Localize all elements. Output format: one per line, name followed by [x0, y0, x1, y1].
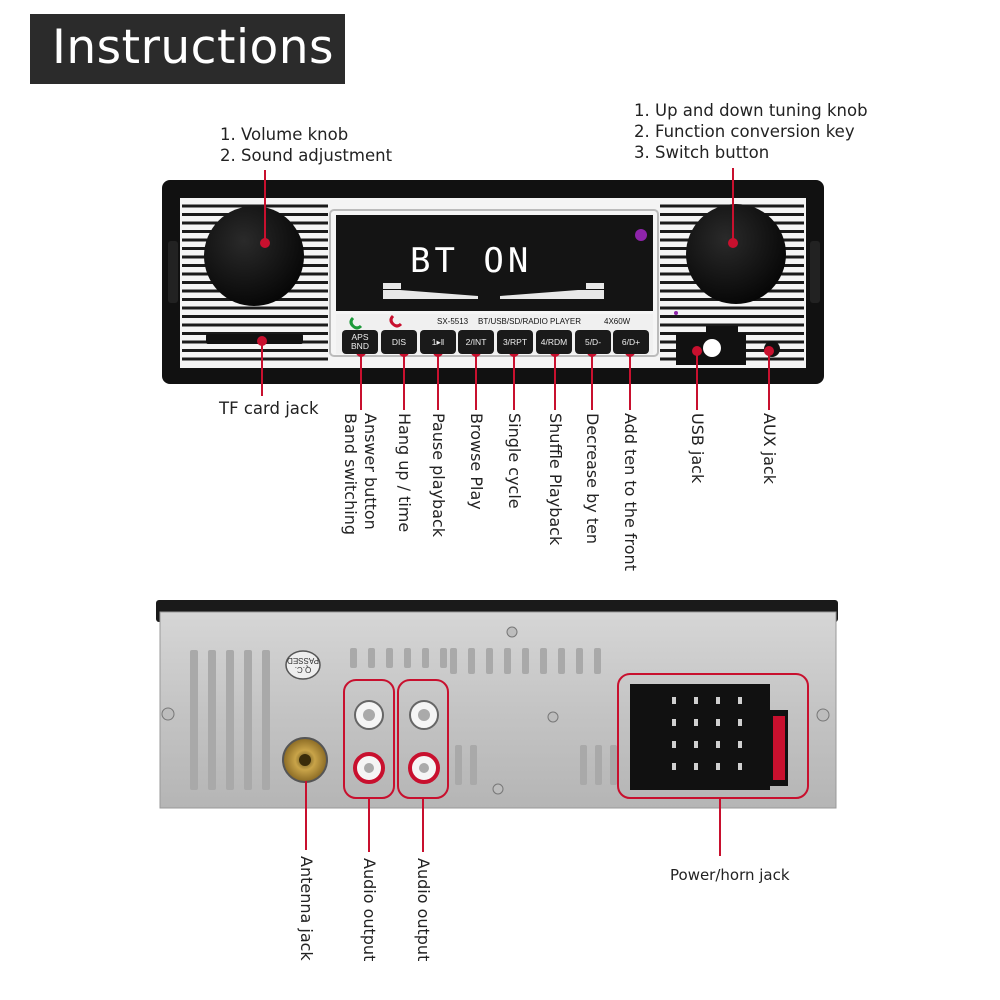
tf-card-slot	[206, 334, 303, 344]
vent-slot	[404, 648, 411, 668]
connector-pin	[672, 719, 676, 726]
vent-slot	[422, 648, 429, 668]
aps-label: APS	[351, 332, 369, 342]
connector-pin	[672, 741, 676, 748]
play-pause-button[interactable]: 1▸‖	[420, 330, 456, 354]
rdm-button[interactable]: 4/RDM	[536, 330, 572, 354]
connector-pin	[738, 697, 742, 704]
vent-slot	[576, 648, 583, 674]
page-title: Instructions	[52, 20, 335, 75]
audio-output-label-1: Audio output	[360, 858, 379, 962]
aps-bnd-button[interactable]: APS BND	[342, 330, 378, 354]
vent-slot	[244, 650, 252, 790]
single-cycle-label: Single cycle	[505, 413, 524, 509]
vent-slot	[208, 650, 216, 790]
hangup-label: Hang up / time	[395, 413, 414, 533]
spectrum-bars	[383, 283, 604, 299]
connector-pin	[672, 697, 676, 704]
connector-pin	[694, 697, 698, 704]
vent-slot	[595, 745, 602, 785]
dis-button[interactable]: DIS	[381, 330, 417, 354]
vent-slot	[610, 745, 617, 785]
power-horn-label: Power/horn jack	[670, 866, 790, 884]
vent-slot	[504, 648, 511, 674]
int-button[interactable]: 2/INT	[458, 330, 494, 354]
power-rating: 4X60W	[604, 317, 631, 326]
vent-slot	[440, 648, 447, 668]
connector-pin	[738, 719, 742, 726]
lcd-text: BT ON	[410, 241, 533, 281]
vent-slot	[226, 650, 234, 790]
hangup-phone-icon	[389, 314, 403, 328]
qc-label: Q.C. PASSED	[287, 656, 319, 674]
connector-pin	[716, 697, 720, 704]
bnd-label: BND	[351, 341, 369, 351]
d-plus-button[interactable]: 6/D+	[613, 330, 649, 354]
pause-label: Pause playback	[429, 413, 448, 538]
browse-label: Browse Play	[467, 413, 486, 510]
usb-icon	[703, 339, 721, 357]
d-minus-button[interactable]: 5/D-	[575, 330, 611, 354]
answer-phone-icon	[349, 316, 363, 330]
vent-slot	[580, 745, 587, 785]
connector-pin	[716, 741, 720, 748]
aux-jack-label: AUX jack	[760, 413, 779, 485]
answer-band-label: Answer button Band switching	[341, 413, 380, 535]
tuning-knob	[686, 204, 786, 304]
volume-knob-label: 1. Volume knob 2. Sound adjustment	[220, 125, 393, 165]
connector-pin	[694, 719, 698, 726]
vent-slot	[470, 745, 477, 785]
connector-pin	[738, 741, 742, 748]
antenna-jack-label: Antenna jack	[297, 856, 316, 961]
vent-slot	[386, 648, 393, 668]
vent-slot	[540, 648, 547, 674]
audio-output-label-2: Audio output	[414, 858, 433, 962]
connector-pins	[672, 697, 742, 770]
status-led	[635, 229, 647, 241]
add-ten-label: Add ten to the front	[621, 413, 640, 571]
right-latch	[810, 241, 820, 303]
vent-slot	[558, 648, 565, 674]
vent-slot	[190, 650, 198, 790]
back-unit	[156, 600, 838, 809]
tuning-knob-label: 1. Up and down tuning knob 2. Function c…	[634, 101, 868, 162]
title-banner: Instructions	[30, 14, 345, 84]
volume-knob	[204, 206, 304, 306]
vent-slot	[450, 648, 457, 674]
qc-badge	[285, 650, 321, 680]
model-number: SX-5513	[437, 317, 469, 326]
screws	[161, 626, 830, 795]
rca-jacks	[353, 700, 440, 784]
connector-pin	[716, 763, 720, 770]
left-latch	[168, 241, 178, 303]
vent-slot	[594, 648, 601, 674]
back-callouts	[305, 673, 809, 856]
rpt-button[interactable]: 3/RPT	[497, 330, 533, 354]
tf-card-label: TF card jack	[219, 399, 319, 418]
vent-slot	[350, 648, 357, 668]
vent-slot	[468, 648, 475, 674]
decrease-label: Decrease by ten	[583, 413, 602, 545]
vent-slots	[190, 648, 617, 790]
vent-slot	[368, 648, 375, 668]
connector-pin	[716, 719, 720, 726]
power-connector	[630, 684, 770, 790]
vent-slot	[455, 745, 462, 785]
fuse	[773, 716, 785, 780]
vent-slot	[522, 648, 529, 674]
usb-jack-label: USB jack	[688, 413, 707, 484]
connector-pin	[672, 763, 676, 770]
connector-pin	[738, 763, 742, 770]
shuffle-label: Shuffle Playback	[546, 413, 565, 546]
connector-pin	[694, 741, 698, 748]
vent-slot	[486, 648, 493, 674]
connector-pin	[694, 763, 698, 770]
vent-slot	[262, 650, 270, 790]
player-type: BT/USB/SD/RADIO PLAYER	[478, 317, 581, 326]
